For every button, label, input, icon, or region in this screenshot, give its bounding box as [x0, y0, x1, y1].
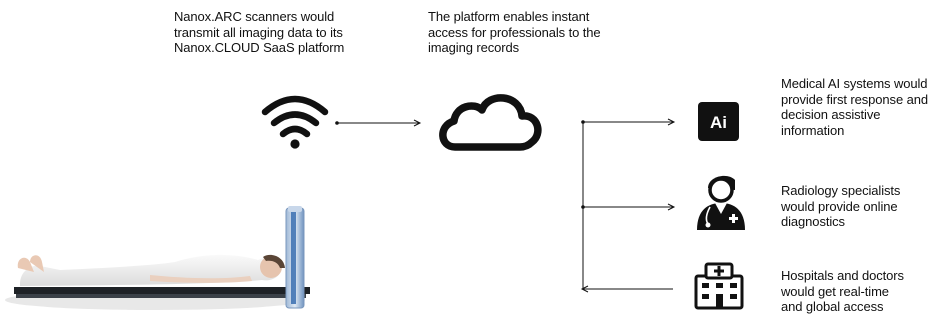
radiology-description: Radiology specialists would provide onli…: [781, 183, 901, 229]
ai-description: Medical AI systems would provide first r…: [781, 76, 928, 138]
hospitals-description: Hospitals and doctors would get real-tim…: [781, 268, 904, 314]
patient-scanner-illustration: [5, 206, 310, 310]
ai-icon: Ai: [698, 102, 739, 141]
arrow-wifi-to-cloud: [335, 119, 422, 127]
hospital-icon: [694, 262, 744, 310]
doctor-icon: [697, 175, 745, 230]
wifi-icon: [261, 95, 329, 149]
ai-icon-label: Ai: [710, 113, 727, 132]
cloud-icon: [439, 94, 542, 151]
scanner-description: Nanox.ARC scanners would transmit all im…: [174, 9, 345, 55]
cloud-description: The platform enables instant access for …: [428, 9, 601, 55]
branch-connector: [580, 118, 676, 293]
